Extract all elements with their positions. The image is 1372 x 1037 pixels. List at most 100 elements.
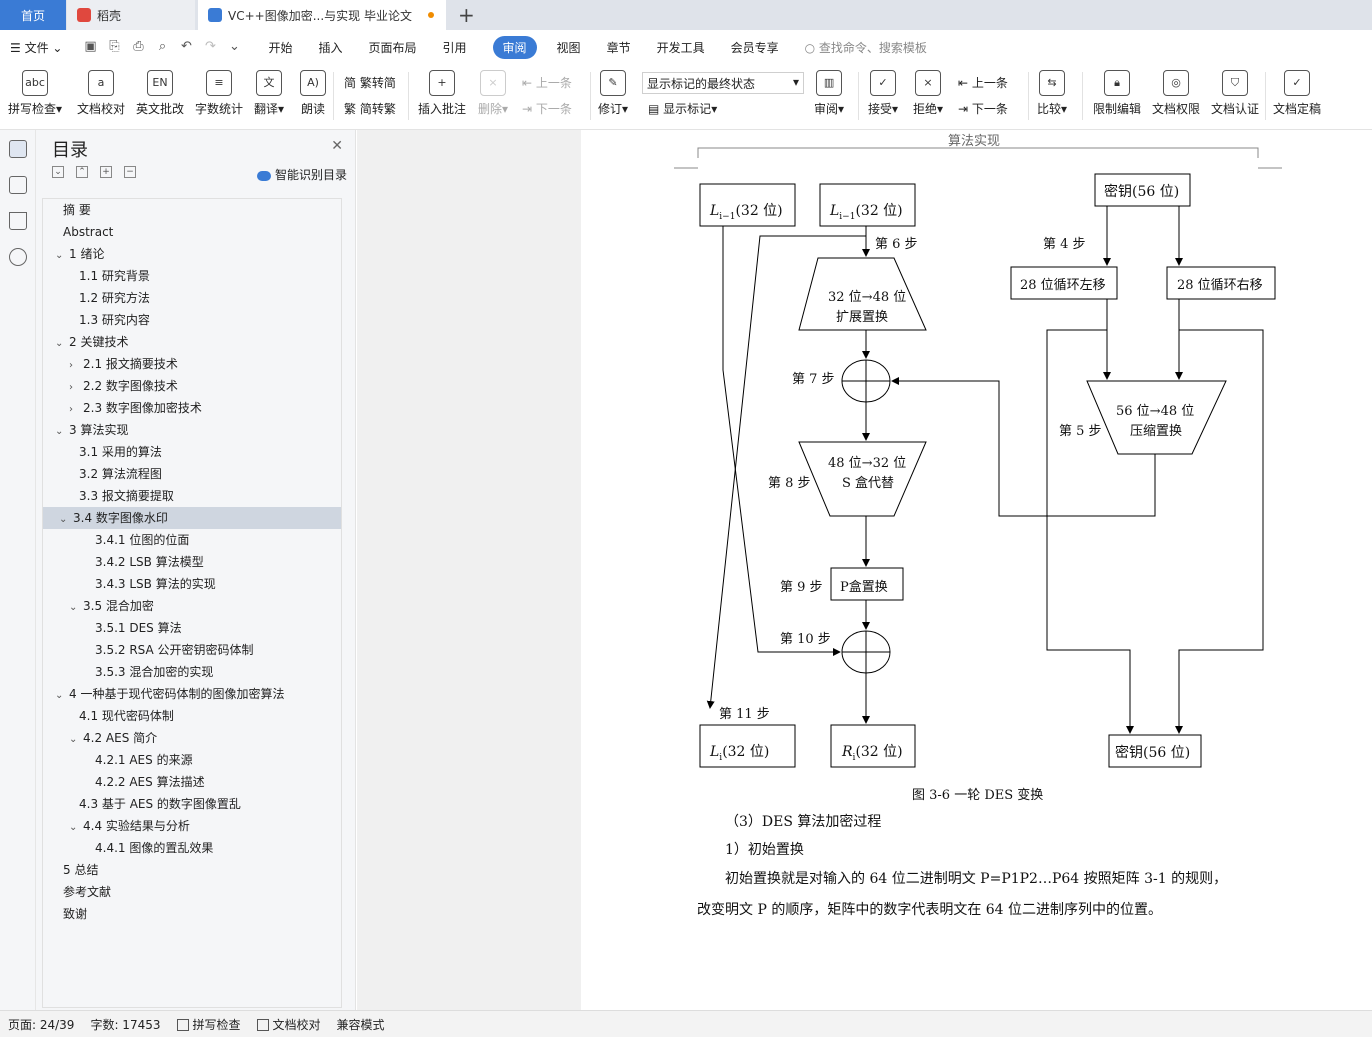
read-aloud-button[interactable]: A)朗读 (300, 70, 326, 117)
compare-button[interactable]: ⇆比较▾ (1037, 70, 1067, 117)
toc-item[interactable]: ›2.1 报文摘要技术 (43, 353, 341, 375)
toc-item[interactable]: 3.1 采用的算法 (43, 441, 341, 463)
preview-icon[interactable]: ⌕ (158, 39, 167, 54)
tab-daoke[interactable]: 稻壳 (67, 0, 195, 30)
accept-button[interactable]: ✓接受▾ (868, 70, 898, 117)
command-search[interactable]: ○ 查找命令、搜索模板 (805, 39, 927, 56)
toc-item[interactable]: 4.2.2 AES 算法描述 (43, 771, 341, 793)
word-count-button[interactable]: ≡字数统计 (195, 70, 243, 117)
export-icon[interactable]: ⎘ (109, 39, 120, 54)
word-count[interactable]: 字数: 17453 (90, 1017, 161, 1032)
search-icon[interactable] (9, 248, 27, 266)
expand-all-icon[interactable]: ⌄ (52, 166, 64, 178)
toc-item[interactable]: 摘 要 (43, 199, 341, 221)
more-icon[interactable]: ⌄ (229, 39, 240, 54)
menu-insert[interactable]: 插入 (318, 40, 343, 55)
bookmark-icon[interactable] (9, 212, 27, 230)
toc-item[interactable]: 3.2 算法流程图 (43, 463, 341, 485)
toc-item[interactable]: ›2.3 数字图像加密技术 (43, 397, 341, 419)
status-spell-check[interactable]: 拼写检查 (176, 1016, 241, 1033)
trad-to-simp-button[interactable]: 简 繁转简 (344, 74, 396, 91)
markup-state-select[interactable]: 显示标记的最终状态▾ (642, 72, 804, 94)
page-indicator[interactable]: 页面: 24/39 (8, 1017, 75, 1032)
delete-comment-button[interactable]: ×删除▾ (478, 70, 508, 117)
insert-comment-button[interactable]: +插入批注 (418, 70, 466, 117)
chevron-down-icon[interactable]: ⌄ (69, 734, 78, 745)
toc-item[interactable]: ⌄1 绪论 (43, 243, 341, 265)
toc-item[interactable]: ⌄4.4 实验结果与分析 (43, 815, 341, 837)
chevron-down-icon[interactable]: ⌄ (55, 338, 64, 349)
menu-devtools[interactable]: 开发工具 (656, 40, 705, 55)
toc-item[interactable]: ›2.2 数字图像技术 (43, 375, 341, 397)
next-change-button[interactable]: ⇥ 下一条 (958, 100, 1008, 117)
menu-review[interactable]: 审阅 (492, 35, 537, 59)
chevron-down-icon[interactable]: ⌄ (55, 250, 64, 261)
toc-item[interactable]: 3.4.2 LSB 算法模型 (43, 551, 341, 573)
smart-toc-button[interactable]: 智能识别目录 (256, 166, 347, 183)
show-markup-button[interactable]: ▤ 显示标记▾ (648, 102, 718, 116)
toc-item[interactable]: ⌄4.2 AES 简介 (43, 727, 341, 749)
undo-icon[interactable]: ↶ (181, 39, 192, 54)
toc-item[interactable]: ⌄4 一种基于现代密码体制的图像加密算法 (43, 683, 341, 705)
chevron-right-icon[interactable]: › (69, 360, 73, 371)
toc-item[interactable]: 参考文献 (43, 881, 341, 903)
simp-to-trad-button[interactable]: 繁 简转繁 (344, 100, 396, 117)
menu-reference[interactable]: 引用 (442, 40, 467, 55)
toc-item[interactable]: 4.3 基于 AES 的数字图像置乱 (43, 793, 341, 815)
restrict-edit-button[interactable]: 🔒︎限制编辑 (1093, 70, 1141, 117)
chevron-right-icon[interactable]: › (69, 382, 73, 393)
chapter-panel-icon[interactable] (9, 176, 27, 194)
track-changes-button[interactable]: ✎修订▾ (598, 70, 628, 117)
print-icon[interactable]: ⎙ (133, 39, 144, 54)
toc-item[interactable]: 3.5.1 DES 算法 (43, 617, 341, 639)
collapse-all-icon[interactable]: ⌃ (76, 166, 88, 178)
review-pane-button[interactable]: ▥审阅▾ (814, 70, 844, 117)
status-proofread[interactable]: 文档校对 (256, 1016, 321, 1033)
toc-item[interactable]: ⌄2 关键技术 (43, 331, 341, 353)
toc-item[interactable]: 1.3 研究内容 (43, 309, 341, 331)
next-comment-button[interactable]: ⇥ 下一条 (522, 100, 572, 117)
chevron-down-icon[interactable]: ⌄ (59, 514, 68, 525)
toc-panel-icon[interactable] (9, 140, 27, 158)
finalize-button[interactable]: ✓文档定稿 (1273, 70, 1321, 117)
toc-item[interactable]: 4.2.1 AES 的来源 (43, 749, 341, 771)
reject-button[interactable]: ×拒绝▾ (913, 70, 943, 117)
prev-change-button[interactable]: ⇤ 上一条 (958, 74, 1008, 91)
toc-item[interactable]: ⌄3.4 数字图像水印 (43, 507, 341, 529)
chevron-down-icon[interactable]: ⌄ (69, 822, 78, 833)
toc-item[interactable]: 3.4.1 位图的位面 (43, 529, 341, 551)
menu-view[interactable]: 视图 (556, 40, 581, 55)
toc-item[interactable]: ⌄3.5 混合加密 (43, 595, 341, 617)
toc-item[interactable]: 4.4.1 图像的置乱效果 (43, 837, 341, 859)
translate-button[interactable]: 文翻译▾ (254, 70, 284, 117)
add-heading-icon[interactable]: + (100, 166, 112, 178)
redo-icon[interactable]: ↷ (205, 39, 216, 54)
prev-comment-button[interactable]: ⇤ 上一条 (522, 74, 572, 91)
file-menu[interactable]: ☰ 文件 ⌄ (10, 40, 63, 55)
toc-item[interactable]: ⌄3 算法实现 (43, 419, 341, 441)
menu-section[interactable]: 章节 (606, 40, 631, 55)
toc-item[interactable]: 4.1 现代密码体制 (43, 705, 341, 727)
toc-item[interactable]: 3.4.3 LSB 算法的实现 (43, 573, 341, 595)
tab-home[interactable]: 首页 (0, 0, 66, 30)
toc-item[interactable]: 3.5.2 RSA 公开密钥密码体制 (43, 639, 341, 661)
chevron-down-icon[interactable]: ⌄ (55, 426, 64, 437)
toc-item[interactable]: 3.5.3 混合加密的实现 (43, 661, 341, 683)
menu-member[interactable]: 会员专享 (730, 40, 779, 55)
chevron-right-icon[interactable]: › (69, 404, 73, 415)
menu-layout[interactable]: 页面布局 (368, 40, 417, 55)
menu-start[interactable]: 开始 (268, 40, 293, 55)
chevron-down-icon[interactable]: ⌄ (55, 690, 64, 701)
toc-item[interactable]: 5 总结 (43, 859, 341, 881)
remove-heading-icon[interactable]: − (124, 166, 136, 178)
toc-item[interactable]: 致谢 (43, 903, 341, 925)
toc-item[interactable]: 1.1 研究背景 (43, 265, 341, 287)
tab-document[interactable]: VC++图像加密...与实现 毕业论文 (198, 0, 446, 30)
toc-item[interactable]: 1.2 研究方法 (43, 287, 341, 309)
new-tab-button[interactable]: + (458, 3, 475, 27)
doc-cert-button[interactable]: ⛉文档认证 (1211, 70, 1259, 117)
toc-item[interactable]: Abstract (43, 221, 341, 243)
